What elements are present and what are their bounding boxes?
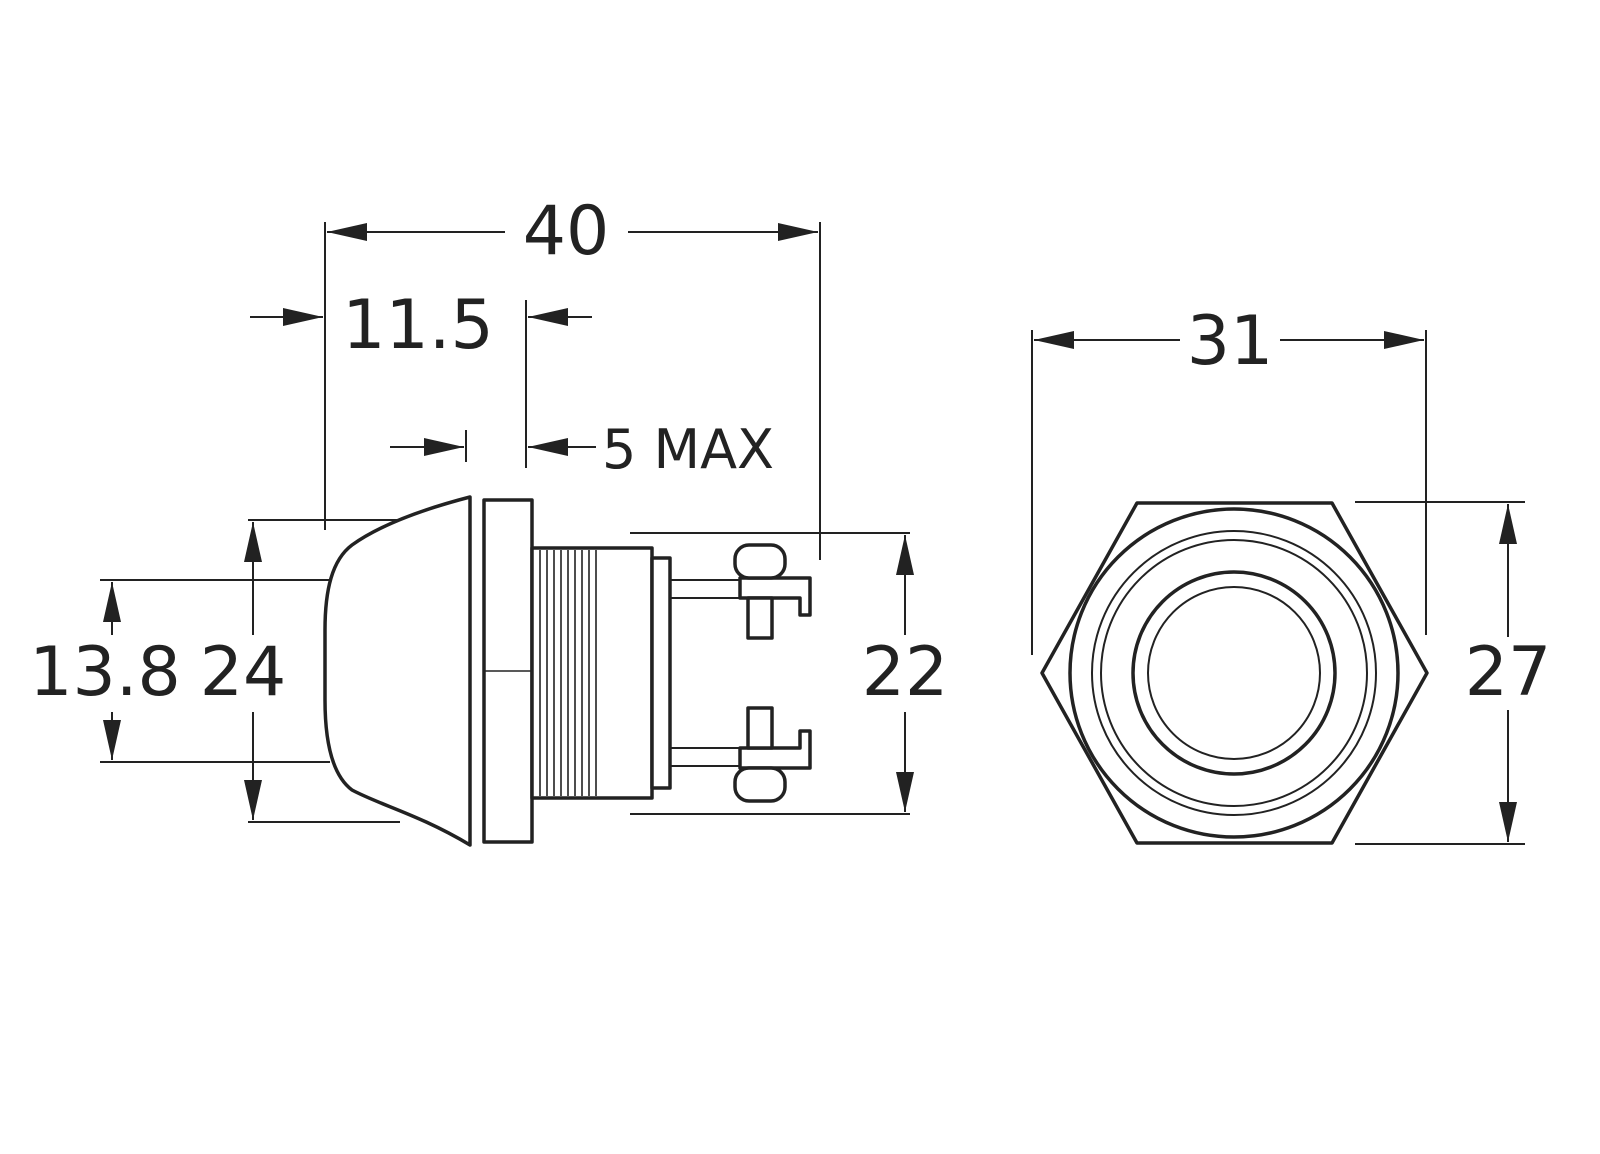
label-panel-thickness: 5 MAX: [602, 418, 774, 481]
terminal-lower: [670, 706, 812, 803]
button-face: [1147, 586, 1321, 760]
rear-collar: [650, 556, 672, 790]
label-thread-diameter: 22: [862, 633, 949, 712]
label-bezel-offset: 11.5: [342, 286, 493, 365]
front-view: 31 27: [1031, 302, 1552, 845]
dim-cap-diameter: 24: [200, 522, 287, 820]
dim-bezel-offset: 11.5: [250, 286, 592, 365]
label-button-diameter: 13.8: [29, 633, 180, 712]
dim-panel-thickness: 5 MAX: [390, 418, 774, 481]
dim-thread-diameter: 22: [862, 535, 949, 812]
thread-lines: [539, 550, 597, 796]
ring-2: [1091, 530, 1377, 816]
dim-hex-across-corners: 31: [1034, 302, 1424, 381]
side-view: 40 11.5 5 MAX 13.8 24: [29, 192, 949, 847]
button-ring: [1131, 570, 1337, 776]
dim-hex-across-flats: 27: [1465, 504, 1552, 842]
dim-button-diameter: 13.8: [29, 582, 181, 760]
dim-overall-length: 40: [327, 192, 818, 271]
ring-3: [1100, 539, 1368, 807]
label-overall-length: 40: [523, 192, 610, 271]
terminal-upper: [670, 543, 812, 640]
label-hex-across-flats: 27: [1465, 633, 1552, 712]
threaded-body: [530, 546, 654, 800]
label-hex-across-corners: 31: [1187, 302, 1274, 381]
label-cap-diameter: 24: [200, 633, 287, 712]
button-cap: [323, 495, 472, 847]
